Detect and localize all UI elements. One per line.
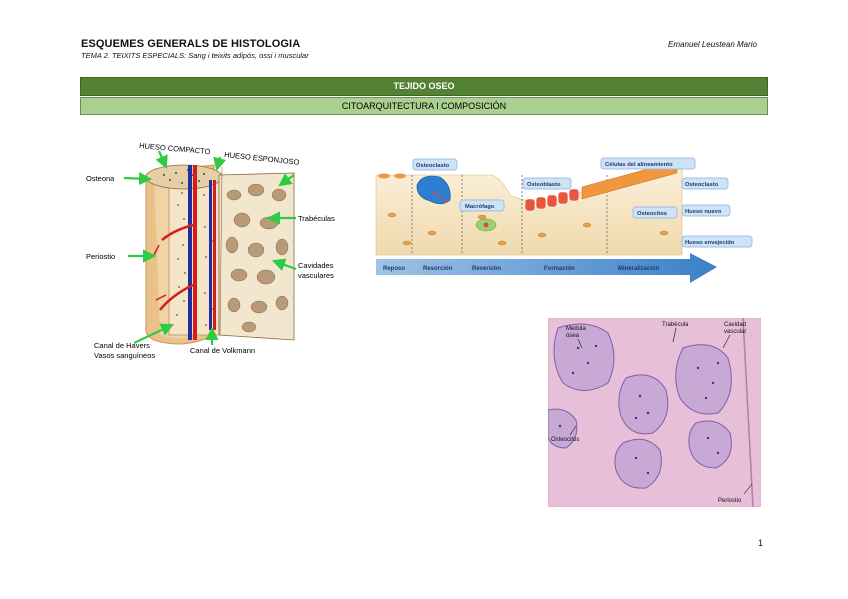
label-trabecula: Trabécula: [662, 322, 689, 328]
label-spongy-bone: HUESO ESPONJOSO: [224, 150, 300, 167]
phase-label: Formación: [544, 266, 575, 272]
histology-micrograph: Medula ósea Trabécula Cavidad vascular O…: [548, 318, 761, 507]
label-cavities-2: vasculares: [298, 271, 334, 280]
label-old-bone: Hueso envejecido: [685, 240, 735, 246]
label-macrophage: Macrófago: [465, 204, 495, 210]
label-cavities-1: Cavidades: [298, 261, 334, 270]
label-vascular-cavity-1: Cavidad: [724, 322, 746, 328]
label-blood-vessels: Vasos sanguíneos: [94, 351, 155, 360]
bone-remodeling-diagram: Reposo Resorción Reversión Formación Min…: [375, 157, 753, 283]
artery-vessel: [193, 165, 197, 340]
label-volkmann-canal: Canal de Volkmann: [190, 346, 255, 355]
label-osteon: Osteona: [86, 174, 115, 183]
label-osteoblast: Osteoblasto: [527, 182, 561, 188]
label-osteocytes: Osteocitos: [551, 437, 579, 443]
osteoblast-cells: [524, 188, 580, 212]
phase-label: Resorción: [423, 266, 453, 272]
lining-cells: [581, 160, 678, 200]
osteoclast-cell: [416, 175, 451, 205]
label-trabeculae: Trabéculas: [298, 214, 335, 223]
bone-structure-diagram: HUESO COMPACTO HUESO ESPONJOSO Osteona P…: [86, 141, 335, 360]
author-name: Emanuel Leustean Mario: [668, 40, 757, 49]
label-osteocytes: Osteocitos: [637, 211, 667, 217]
label-osteoclast: Osteoclasto: [416, 163, 450, 169]
vein-vessel: [188, 165, 192, 340]
phase-arrow: [376, 253, 717, 283]
label-new-bone: Hueso nuevo: [685, 209, 722, 215]
label-compact-bone: HUESO COMPACTO: [139, 141, 211, 156]
pointer-arrows: [123, 150, 297, 345]
page-number: 1: [757, 538, 763, 548]
label-bone-marrow-2: ósea: [566, 333, 580, 339]
phase-label: Reposo: [383, 266, 405, 272]
subsection-header: CITOARQUITECTURA I COMPOSICIÓN: [80, 97, 768, 115]
document-subtitle: TEMA 2. TEIXITS ESPECIALS: Sang i teixit…: [81, 51, 309, 60]
label-osteoclast-right: Osteoclasto: [685, 182, 719, 188]
label-vascular-cavity-2: vascular: [724, 329, 746, 335]
phase-label: Mineralización: [618, 266, 660, 272]
label-periosteum: Periostio: [86, 252, 115, 261]
label-havers-canal: Canal de Havers: [94, 341, 150, 350]
phase-label: Reversión: [472, 266, 501, 272]
document-title: ESQUEMES GENERALS DE HISTOLOGIA: [81, 38, 301, 50]
label-periosteum: Periostio: [718, 498, 742, 504]
marrow-cavities: [548, 323, 732, 489]
label-lining-cells: Células del alineamiento: [605, 162, 673, 168]
label-bone-marrow-1: Medula: [566, 326, 586, 332]
section-header: TEJIDO OSEO: [80, 77, 768, 96]
